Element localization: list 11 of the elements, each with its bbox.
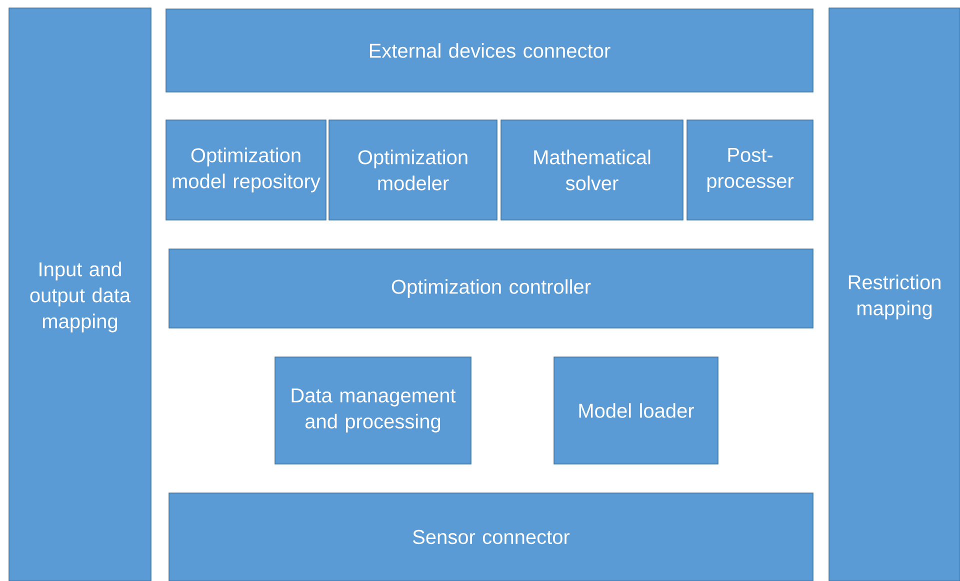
component-box: External devices connector bbox=[166, 8, 814, 92]
component-box: Post-processer bbox=[686, 120, 814, 220]
component-box: Model loader bbox=[554, 356, 718, 464]
side-panel: Input and output data mapping bbox=[8, 8, 152, 581]
component-box: Data management and processing bbox=[274, 356, 472, 464]
component-box: Optimization model repository bbox=[166, 120, 326, 220]
component-box: Sensor connector bbox=[168, 492, 814, 581]
component-box: Optimization controller bbox=[168, 248, 814, 328]
component-box: Optimization modeler bbox=[328, 120, 498, 220]
component-box: Mathematical solver bbox=[500, 120, 684, 220]
side-panel: Restriction mapping bbox=[828, 8, 960, 581]
